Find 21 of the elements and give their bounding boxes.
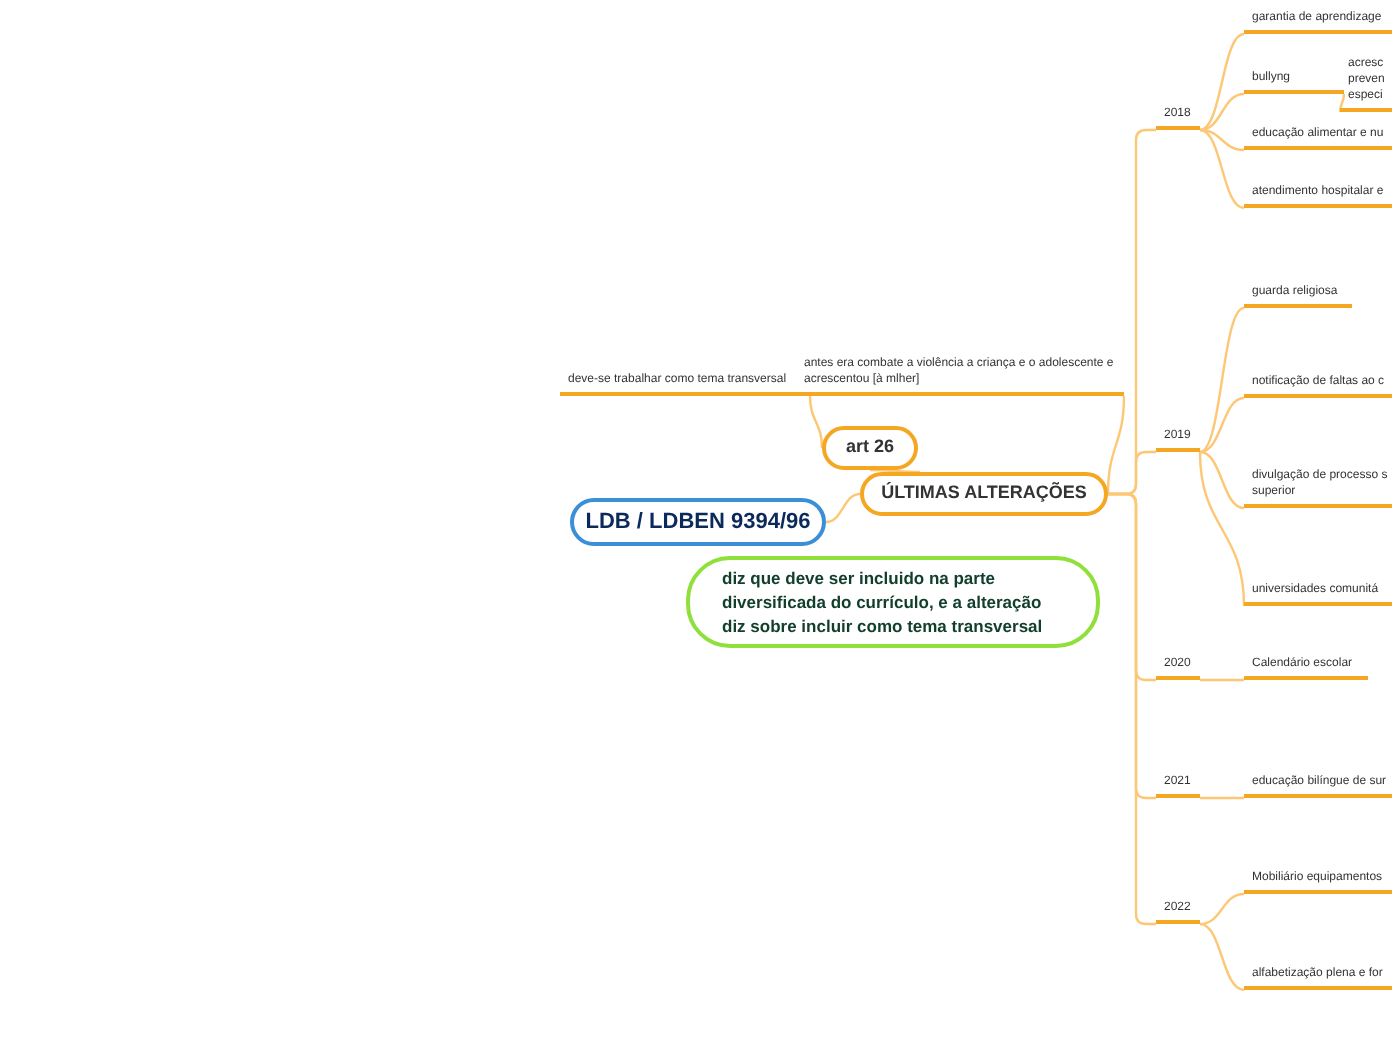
note-bubble: diz que deve ser incluido na parte diversificada do currículo, e a alteração diz sobre incluir como tema transversal (686, 556, 1100, 648)
connector-line (1200, 678, 1244, 682)
connector-line (1199, 396, 1245, 454)
connector-line (1199, 32, 1245, 132)
connector-line (1338, 93, 1346, 113)
connector-line (1199, 92, 1245, 132)
connector-line (1198, 451, 1246, 607)
topic-pill: ÚLTIMAS ALTERAÇÕES (860, 472, 1108, 516)
connector-line (808, 395, 824, 449)
root-topic-pill: LDB / LDBEN 9394/96 (570, 498, 826, 546)
connector-line (1199, 450, 1245, 510)
connector-line (1199, 128, 1245, 152)
connector-line (1199, 892, 1245, 926)
connector-line (870, 468, 920, 474)
connector-line (1200, 796, 1244, 800)
connector-line (825, 492, 861, 524)
connector-line (1199, 922, 1245, 992)
connector-line (1199, 306, 1245, 454)
connector-line (1108, 492, 1156, 926)
topic-pill: art 26 (822, 426, 918, 470)
connector-line (1199, 128, 1245, 210)
